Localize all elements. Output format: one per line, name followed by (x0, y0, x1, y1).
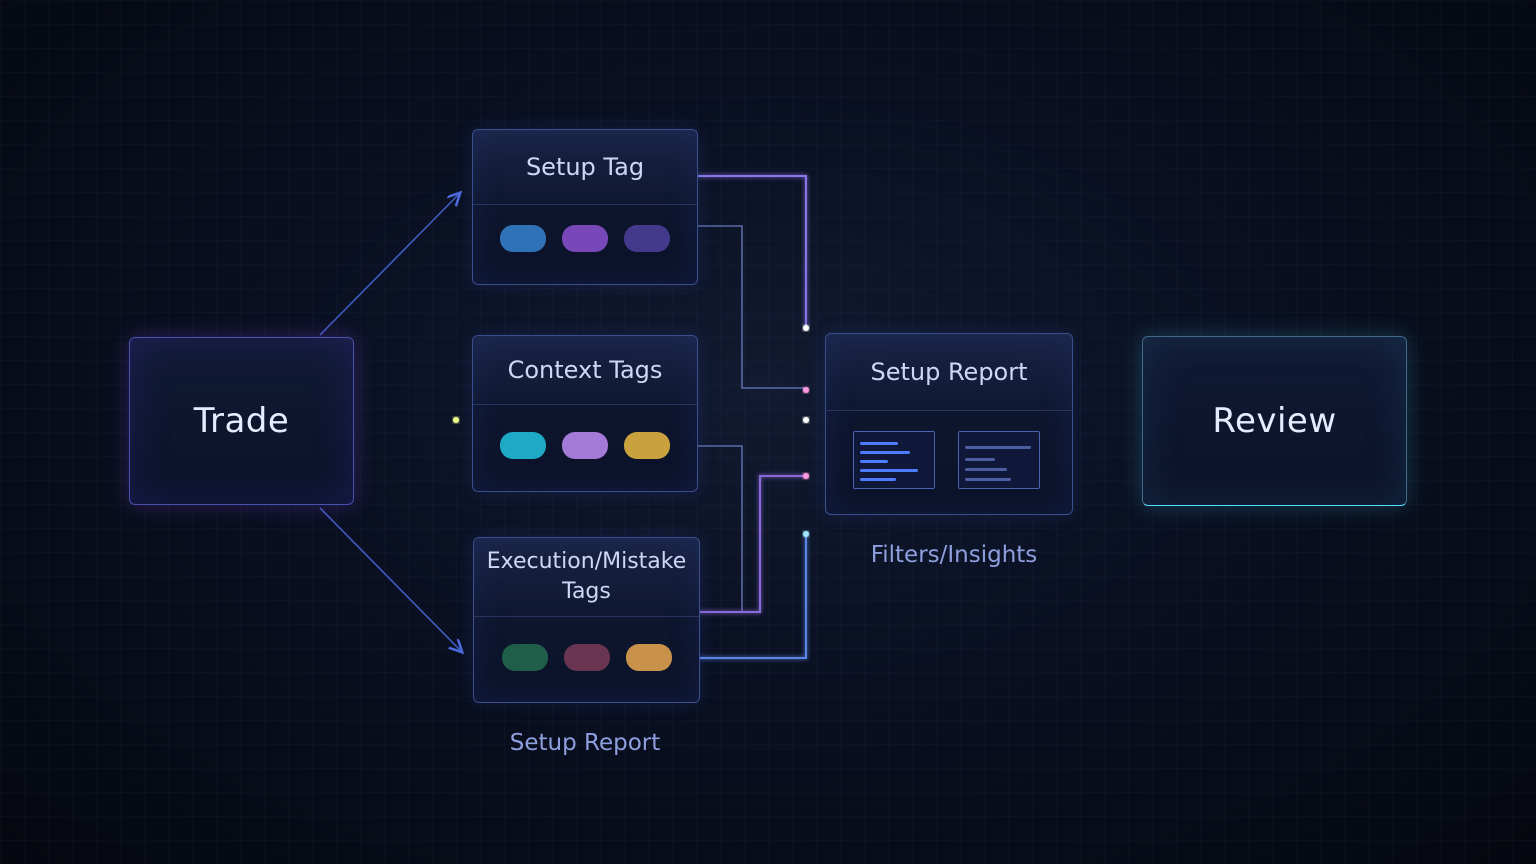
arrow-trade-to-setup-tag (319, 195, 458, 336)
line-setup-tag-bottom (698, 225, 806, 389)
setup-tag-title: Setup Tag (473, 130, 697, 205)
report-document-icon (853, 431, 935, 489)
trade-label: Trade (193, 401, 290, 441)
line-setup-tag-top (698, 175, 807, 328)
setup-tag-pills (473, 225, 697, 252)
tag-pill (500, 225, 546, 252)
context-tags-title: Context Tags (473, 336, 697, 405)
review-label: Review (1212, 401, 1337, 441)
setup-tag-card: Setup Tag (472, 129, 698, 285)
setup-report-caption: Filters/Insights (870, 542, 1038, 568)
tag-pill (624, 432, 670, 459)
tag-pill (625, 644, 672, 671)
line-execution-bottom (698, 534, 807, 659)
line-execution-top (698, 475, 806, 613)
review-node: Review (1142, 336, 1407, 506)
arrow-trade-to-execution (319, 507, 460, 650)
execution-tags-pills (474, 644, 699, 671)
report-document-icon (958, 431, 1040, 489)
tag-pill (563, 644, 610, 671)
tags-caption: Setup Report (509, 730, 661, 756)
setup-report-card: Setup Report (825, 333, 1073, 515)
context-tags-card: Context Tags (472, 335, 698, 492)
tag-pill (562, 225, 608, 252)
line-context-bottom (698, 445, 743, 613)
tag-pill (562, 432, 608, 459)
execution-tags-card: Execution/Mistake Tags (473, 537, 700, 703)
context-tags-pills (473, 432, 697, 459)
setup-report-title: Setup Report (826, 334, 1072, 411)
tag-pill (624, 225, 670, 252)
trade-node: Trade (129, 337, 354, 505)
tag-pill (500, 432, 546, 459)
execution-tags-title: Execution/Mistake Tags (474, 538, 699, 617)
tag-pill (501, 644, 548, 671)
